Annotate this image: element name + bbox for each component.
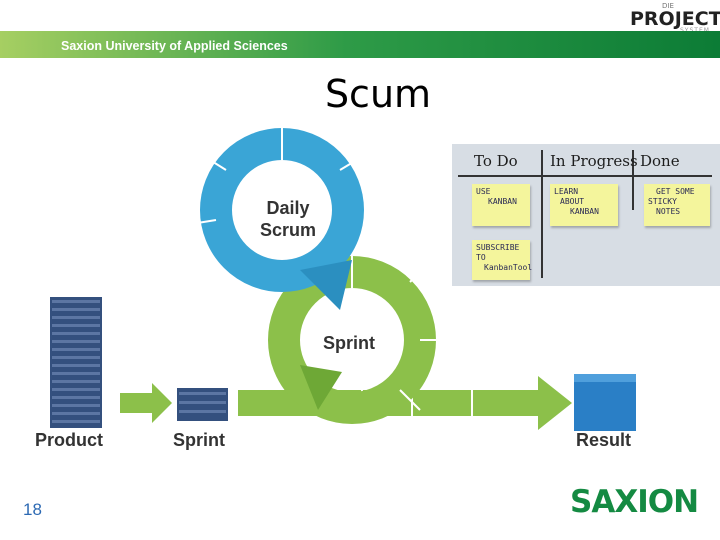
column-in-progress: In Progress bbox=[550, 152, 638, 170]
result-box bbox=[574, 374, 636, 431]
column-todo: To Do bbox=[474, 152, 518, 170]
product-backlog-stack bbox=[50, 297, 102, 428]
daily-scrum-label: Daily Scrum bbox=[259, 198, 317, 240]
result-label: Result bbox=[576, 430, 632, 450]
board-header-line bbox=[458, 175, 712, 177]
sticky-note-sticky-notes: GET SOME STICKY NOTES bbox=[644, 184, 710, 226]
sticky-note-use-kanban: USE KANBAN bbox=[472, 184, 530, 226]
product-label: Product bbox=[35, 430, 104, 450]
sprint-cycle-label: Sprint bbox=[323, 333, 375, 353]
logo-suffix: SYSTEM bbox=[680, 27, 710, 34]
institution-banner: Saxion University of Applied Sciences bbox=[0, 31, 720, 58]
sprint-backlog-stack bbox=[177, 388, 228, 421]
column-divider bbox=[541, 150, 543, 278]
kanban-board-photo: To Do In Progress Done USE KANBAN SUBSCR… bbox=[452, 144, 720, 286]
sprint-label: Sprint bbox=[173, 430, 225, 450]
daily-scrum-cycle bbox=[184, 128, 366, 310]
sticky-note-learn: LEARN ABOUT KANBAN bbox=[550, 184, 618, 226]
column-divider bbox=[632, 150, 634, 210]
institution-name: Saxion University of Applied Sciences bbox=[61, 39, 288, 53]
scrum-process-diagram bbox=[50, 128, 636, 431]
page-number: 18 bbox=[23, 500, 42, 519]
slide-title: Scum bbox=[324, 72, 432, 116]
saxion-wordmark: SAXION bbox=[570, 484, 699, 520]
saxion-logo: SAXION bbox=[570, 484, 699, 520]
column-done: Done bbox=[640, 152, 680, 170]
logo-name: PROJECT bbox=[630, 8, 720, 30]
sticky-note-subscribe: SUBSCRIBE TO KanbanTool bbox=[472, 240, 532, 280]
arrow-to-sprint-backlog bbox=[120, 383, 172, 423]
project-system-logo: DIE PROJECT SYSTEM bbox=[628, 2, 720, 36]
logo-prefix: DIE bbox=[662, 2, 674, 10]
